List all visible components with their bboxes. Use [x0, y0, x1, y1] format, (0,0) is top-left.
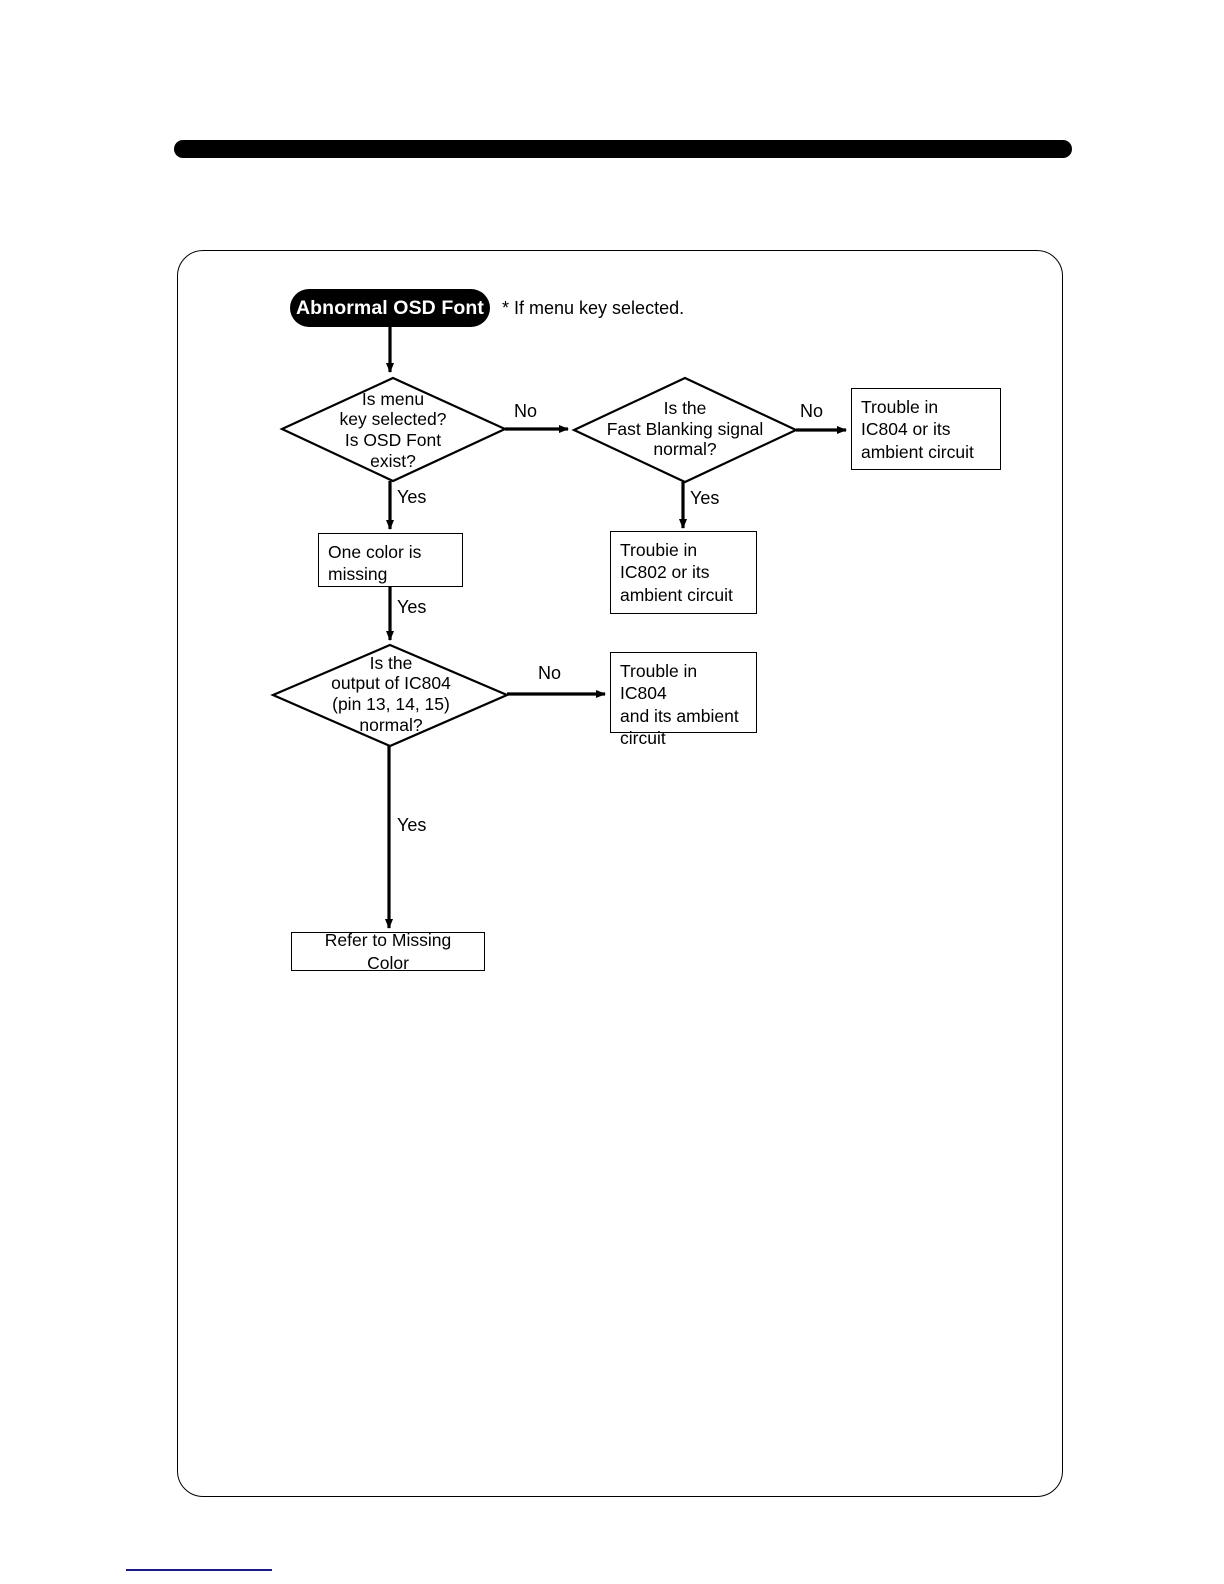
- box-ic804-ambient-circuit[interactable]: Trouble in IC804 or its ambient circuit: [851, 388, 1001, 470]
- box-ic804-and-ambient-circuit[interactable]: Trouble in IC804 and its ambient circuit: [610, 652, 757, 748]
- edge-label-menu-key-no: No: [514, 401, 538, 421]
- page-header-rule: [174, 140, 1072, 158]
- edge-label-menu-key-yes: Yes: [397, 487, 427, 507]
- edge-label-ic804-output-no: No: [538, 663, 562, 683]
- box-refer-to-missing-color[interactable]: Refer to Missing Color: [291, 930, 485, 973]
- decision-menu-key-label: Is menu key selected? Is OSD Font exist?: [339, 388, 447, 471]
- page-footer-rule: [126, 1569, 272, 1571]
- start-terminator[interactable]: Abnormal OSD Font: [290, 289, 490, 327]
- start-terminator-label: Abnormal OSD Font: [295, 296, 485, 319]
- box-ic802-ambient-circuit[interactable]: Troubie in IC802 or its ambient circuit: [610, 531, 757, 614]
- decision-menu-key-shape: [279, 376, 508, 483]
- edge-label-one-color-yes: Yes: [397, 597, 427, 617]
- box-one-color-missing[interactable]: One color is missing: [318, 533, 463, 587]
- menu-key-note: * If menu key selected.: [502, 298, 685, 318]
- decision-fast-blanking-label: Is the Fast Blanking signal normal?: [606, 398, 764, 460]
- decision-ic804-output-label: Is the output of IC804 (pin 13, 14, 15) …: [331, 652, 451, 735]
- decision-fast-blanking-shape: [571, 376, 799, 484]
- edge-label-fast-blanking-no: No: [800, 401, 824, 421]
- edge-label-fast-blanking-yes: Yes: [690, 488, 720, 508]
- edge-label-ic804-output-yes: Yes: [397, 815, 427, 835]
